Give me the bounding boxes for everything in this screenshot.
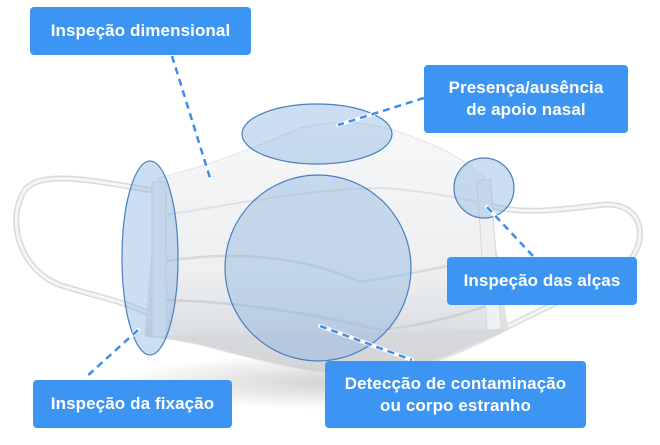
ear-loop-highlight	[453, 157, 515, 219]
callout-contamination-detection: Detecção de contaminação ou corpo estran…	[325, 361, 586, 428]
callout-ear-loop-inspection: Inspeção das alças	[447, 257, 637, 305]
callout-text: Inspeção dimensional	[50, 21, 231, 40]
callout-nasal-support: Presença/ausência de apoio nasal	[424, 65, 628, 133]
left-edge-binding	[151, 181, 167, 338]
callout-text: Presença/ausência	[448, 78, 604, 97]
nasal-connector	[337, 96, 425, 127]
callout-fixation-inspection: Inspeção da fixação	[33, 380, 232, 428]
mask-pleat	[149, 298, 504, 332]
callout-text: ou corpo estranho	[380, 395, 531, 415]
fixation-highlight	[121, 160, 179, 356]
callout-dimensional-inspection: Inspeção dimensional	[30, 7, 251, 55]
callout-text: Inspeção da fixação	[50, 394, 215, 413]
callout-text: Detecção de contaminação	[344, 373, 567, 393]
dimensional-connector	[170, 55, 212, 179]
connector-lines	[83, 54, 535, 380]
callout-text: de apoio nasal	[466, 100, 586, 119]
callout-text: Inspeção das alças	[463, 271, 621, 290]
nasal-highlight	[241, 103, 393, 165]
mask-pleat	[164, 186, 491, 216]
contamination-highlight	[224, 174, 412, 362]
contamination-connector	[319, 324, 413, 362]
